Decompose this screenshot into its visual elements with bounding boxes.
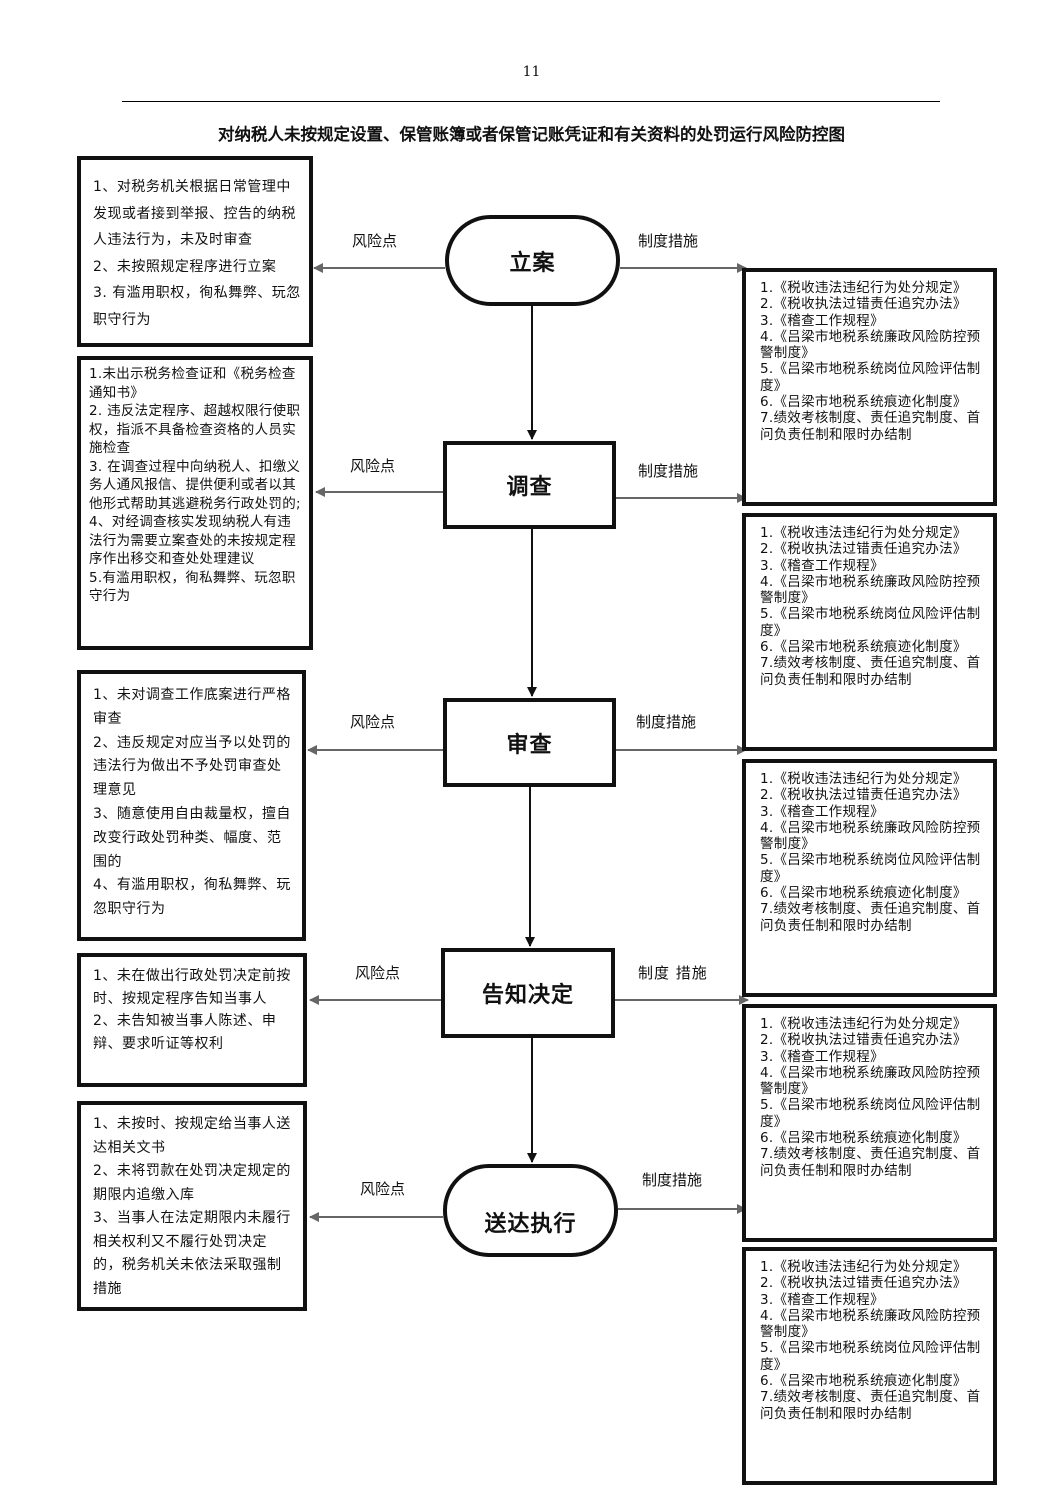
- measure-item: 5.《吕梁市地税系统岗位风险评估制度》: [760, 1340, 981, 1373]
- measure-item: 1.《税收违法违纪行为处分规定》: [760, 1016, 967, 1032]
- measure-item: 7.绩效考核制度、责任追究制度、首问负责任制和限时办结制: [760, 410, 981, 443]
- header-rule: [122, 101, 940, 102]
- risk-box-songda: 1、未按时、按规定给当事人送达相关文书 2、未将罚款在处罚决定规定的期限内追缴入…: [77, 1101, 307, 1311]
- step-label: 送达执行: [484, 1211, 577, 1237]
- risk-label-3: 风险点: [350, 713, 396, 731]
- step-label: 调查: [506, 475, 553, 500]
- risk-label-5: 风险点: [360, 1180, 406, 1198]
- measure-item: 2.《税收执法过错责任追究办法》: [760, 1275, 967, 1292]
- measure-item: 7.绩效考核制度、责任追究制度、首问负责任制和限时办结制: [760, 901, 981, 934]
- measure-item: 7.绩效考核制度、责任追究制度、首问负责任制和限时办结制: [760, 1389, 981, 1422]
- risk-item: 3、随意使用自由裁量权，擅自改变行政处罚种类、幅度、范围的: [93, 805, 291, 870]
- step-label: 告知决定: [481, 983, 574, 1008]
- risk-label-1: 风险点: [352, 232, 398, 250]
- measure-item: 6.《吕梁市地税系统痕迹化制度》: [760, 885, 967, 902]
- measure-item: 6.《吕梁市地税系统痕迹化制度》: [760, 639, 967, 656]
- risk-item: 1、未对调查工作底案进行严格审查: [93, 687, 291, 727]
- measure-item: 5.《吕梁市地税系统岗位风险评估制度》: [760, 852, 981, 885]
- measure-item: 2.《税收执法过错责任追究办法》: [760, 541, 967, 558]
- page-title: 对纳税人未按规定设置、保管账簿或者保管记账凭证和有关资料的处罚运行风险防控图: [218, 125, 845, 144]
- measure-item: 4.《吕梁市地税系统廉政风险防控预警制度》: [760, 819, 981, 853]
- risk-item: 3、当事人在法定期限内未履行相关权利又不履行处罚决定的，税务机关未依法采取强制措…: [93, 1210, 291, 1297]
- measure-box-4: 1.《税收违法违纪行为处分规定》 2.《税收执法过错责任追究办法》 3.《稽查工…: [742, 1004, 997, 1242]
- risk-item: 1、对税务机关根据日常管理中发现或者接到举报、控告的纳税人违法行为，未及时审查: [93, 179, 296, 248]
- risk-item: 4、有滥用职权，徇私舞弊、玩忽职守行为: [93, 877, 291, 918]
- risk-item: 2、违反规定对应当予以处罚的违法行为做出不予处罚审查处理意见: [93, 734, 291, 799]
- measure-item: 6.《吕梁市地税系统痕迹化制度》: [760, 1373, 967, 1390]
- measure-item: 4.《吕梁市地税系统廉政风险防控预警制度》: [760, 1307, 981, 1341]
- risk-box-diaocha: 1.未出示税务检查证和《税务检查通知书》 2. 违反法定程序、超越权限行使职权，…: [77, 356, 313, 650]
- measure-item: 3.《稽查工作规程》: [760, 312, 884, 329]
- risk-item: 2、未告知被当事人陈述、申辩、要求听证等权利: [93, 1013, 277, 1052]
- step-gaozhi-jueding: 告知决定: [441, 948, 615, 1038]
- risk-item: 2. 违反法定程序、超越权限行使职权，指派不具备检查资格的人员实施检查: [89, 403, 301, 456]
- measure-box-3: 1.《税收违法违纪行为处分规定》 2.《税收执法过错责任追究办法》 3.《稽查工…: [742, 759, 997, 997]
- measure-item: 6.《吕梁市地税系统痕迹化制度》: [760, 394, 967, 411]
- risk-label-2: 风险点: [350, 457, 396, 475]
- measure-item: 1.《税收违法违纪行为处分规定》: [760, 771, 967, 787]
- measure-item: 3.《稽查工作规程》: [760, 557, 884, 574]
- measure-box-1: 1.《税收违法违纪行为处分规定》 2.《税收执法过错责任追究办法》 3.《稽查工…: [742, 268, 997, 506]
- measure-item: 5.《吕梁市地税系统岗位风险评估制度》: [760, 1097, 981, 1130]
- measure-item: 5.《吕梁市地税系统岗位风险评估制度》: [760, 606, 981, 639]
- measure-item: 2.《税收执法过错责任追究办法》: [760, 1032, 967, 1049]
- measure-label-1: 制度措施: [638, 232, 699, 250]
- measure-item: 7.绩效考核制度、责任追究制度、首问负责任制和限时办结制: [760, 655, 981, 688]
- risk-item: 1、未在做出行政处罚决定前按时、按规定程序告知当事人: [93, 968, 291, 1007]
- risk-item: 1、未按时、按规定给当事人送达相关文书: [93, 1116, 291, 1156]
- risk-item: 2、未按照规定程序进行立案: [93, 258, 277, 275]
- measure-box-2: 1.《税收违法违纪行为处分规定》 2.《税收执法过错责任追究办法》 3.《稽查工…: [742, 513, 997, 751]
- measure-item: 2.《税收执法过错责任追究办法》: [760, 296, 967, 313]
- risk-item: 5.有滥用职权，徇私舞弊、玩忽职守行为: [89, 569, 296, 605]
- risk-box-gaozhi: 1、未在做出行政处罚决定前按时、按规定程序告知当事人 2、未告知被当事人陈述、申…: [77, 953, 307, 1087]
- step-label: 立案: [509, 250, 556, 276]
- step-diaocha: 调查: [443, 441, 616, 529]
- step-shencha: 审查: [443, 698, 616, 787]
- measure-item: 7.绩效考核制度、责任追究制度、首问负责任制和限时办结制: [760, 1146, 981, 1179]
- measure-item: 3.《稽查工作规程》: [760, 803, 884, 820]
- measure-label-4: 制度 措施: [638, 964, 708, 982]
- measure-label-3: 制度措施: [636, 713, 697, 731]
- measure-item: 6.《吕梁市地税系统痕迹化制度》: [760, 1130, 967, 1147]
- risk-box-shencha: 1、未对调查工作底案进行严格审查 2、违反规定对应当予以处罚的违法行为做出不予处…: [77, 670, 306, 941]
- risk-item: 2、未将罚款在处罚决定规定的期限内追缴入库: [93, 1163, 291, 1203]
- step-songda-zhixing: 送达执行: [443, 1164, 618, 1257]
- measure-item: 3.《稽查工作规程》: [760, 1048, 884, 1065]
- measure-item: 2.《税收执法过错责任追究办法》: [760, 787, 967, 804]
- risk-label-4: 风险点: [355, 964, 401, 982]
- risk-item: 4、对经调查核实发现纳税人有违法行为需要立案查处的未按规定程序作出移交和查处处理…: [89, 514, 296, 567]
- step-label: 审查: [506, 732, 553, 758]
- measure-box-5: 1.《税收违法违纪行为处分规定》 2.《税收执法过错责任追究办法》 3.《稽查工…: [742, 1247, 997, 1485]
- measure-item: 4.《吕梁市地税系统廉政风险防控预警制度》: [760, 328, 981, 362]
- measure-item: 5.《吕梁市地税系统岗位风险评估制度》: [760, 361, 981, 394]
- measure-label-5: 制度措施: [642, 1171, 703, 1189]
- risk-box-lian: 1、对税务机关根据日常管理中发现或者接到举报、控告的纳税人违法行为，未及时审查 …: [77, 156, 313, 347]
- risk-item: 3. 有滥用职权，徇私舞弊、玩忽职守行为: [93, 285, 301, 328]
- page-number: 11: [522, 64, 541, 80]
- measure-item: 4.《吕梁市地税系统廉政风险防控预警制度》: [760, 1064, 981, 1098]
- step-lian: 立案: [445, 215, 620, 306]
- measure-item: 4.《吕梁市地税系统廉政风险防控预警制度》: [760, 573, 981, 607]
- risk-item: 3. 在调查过程中向纳税人、扣缴义务人通风报信、提供便利或者以其他形式帮助其逃避…: [89, 458, 301, 512]
- risk-item: 1.未出示税务检查证和《税务检查通知书》: [89, 366, 296, 401]
- measure-label-2: 制度措施: [638, 462, 699, 480]
- measure-item: 3.《稽查工作规程》: [760, 1291, 884, 1308]
- measure-item: 1.《税收违法违纪行为处分规定》: [760, 1259, 967, 1275]
- measure-item: 1.《税收违法违纪行为处分规定》: [760, 280, 967, 296]
- measure-item: 1.《税收违法违纪行为处分规定》: [760, 525, 967, 541]
